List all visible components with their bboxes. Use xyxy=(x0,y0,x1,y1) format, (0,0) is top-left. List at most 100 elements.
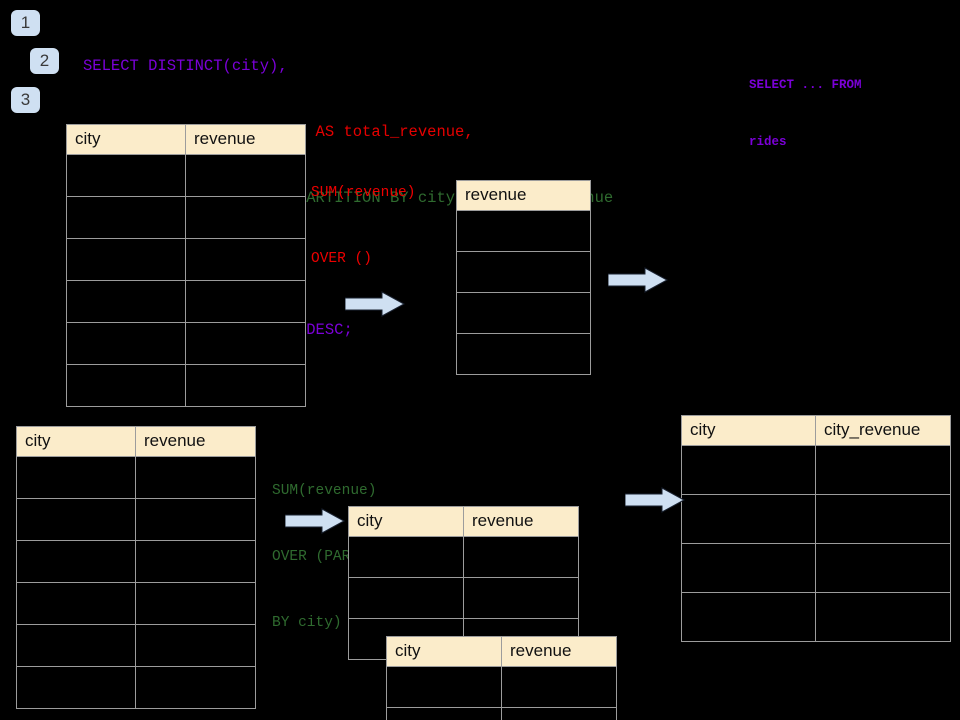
note-select-from-rides-line1: SELECT ... FROM xyxy=(749,78,862,92)
note-select-from-rides: SELECT ... FROM rides xyxy=(749,38,862,190)
table-cell xyxy=(501,666,617,708)
table-cell xyxy=(66,154,186,197)
note-sum-over-empty-line1: SUM(revenue) xyxy=(311,185,416,201)
table-cell xyxy=(135,456,256,499)
table-cell xyxy=(135,582,256,625)
table-row xyxy=(66,196,306,239)
table-cell xyxy=(66,238,186,281)
table-row xyxy=(386,707,617,720)
table-cell xyxy=(456,210,591,252)
table-header-row: city revenue xyxy=(348,506,579,537)
table-row xyxy=(456,210,591,252)
table-cell xyxy=(681,494,816,544)
table-row xyxy=(66,364,306,407)
column-header-city-revenue: city_revenue xyxy=(815,415,951,446)
partition-group-table-front: city revenue xyxy=(386,636,617,720)
table-row xyxy=(456,333,591,375)
table-cell xyxy=(815,543,951,593)
table-row xyxy=(681,445,951,495)
step-badge-1[interactable]: 1 xyxy=(11,10,40,36)
column-header-city: city xyxy=(66,124,186,155)
column-header-city: city xyxy=(386,636,502,667)
note-sum-over-empty: SUM(revenue) OVER () xyxy=(311,138,415,314)
table-cell xyxy=(66,322,186,365)
table-row xyxy=(16,498,256,541)
table-cell xyxy=(456,333,591,375)
table-cell xyxy=(386,666,502,708)
table-cell xyxy=(681,445,816,495)
table-header-row: revenue xyxy=(456,180,591,211)
table-cell xyxy=(66,364,186,407)
table-cell xyxy=(185,238,306,281)
column-header-revenue: revenue xyxy=(185,124,306,155)
table-cell xyxy=(185,154,306,197)
table-cell xyxy=(681,543,816,593)
table-cell xyxy=(815,592,951,642)
table-row xyxy=(16,666,256,709)
column-header-revenue: revenue xyxy=(135,426,256,457)
table-row xyxy=(681,494,951,544)
table-row xyxy=(348,536,579,578)
table-header-row: city revenue xyxy=(386,636,617,667)
arrow-total-to-result xyxy=(608,267,668,293)
table-cell xyxy=(348,577,464,619)
rides-source-table-top: city revenue xyxy=(66,124,306,407)
note-select-from-rides-line2: rides xyxy=(749,135,787,149)
column-header-city: city xyxy=(681,415,816,446)
note-sum-over-empty-line2: OVER () xyxy=(311,251,372,267)
table-cell xyxy=(815,494,951,544)
table-header-row: city revenue xyxy=(66,124,306,155)
table-cell xyxy=(16,666,136,709)
table-row xyxy=(16,624,256,667)
table-row xyxy=(681,592,951,642)
table-row xyxy=(16,582,256,625)
table-row xyxy=(16,456,256,499)
table-header-row: city revenue xyxy=(16,426,256,457)
table-cell xyxy=(135,624,256,667)
table-row xyxy=(386,666,617,708)
table-cell xyxy=(66,280,186,323)
table-row xyxy=(66,322,306,365)
column-header-revenue: revenue xyxy=(501,636,617,667)
arrow-source-to-partition xyxy=(285,508,345,534)
table-cell xyxy=(681,592,816,642)
table-cell xyxy=(16,540,136,583)
column-header-city: city xyxy=(348,506,464,537)
table-cell xyxy=(456,292,591,334)
sql-line-1: SELECT DISTINCT(city), xyxy=(83,57,288,75)
rides-source-table-bottom: city revenue xyxy=(16,426,256,709)
column-header-city: city xyxy=(16,426,136,457)
table-row xyxy=(456,251,591,293)
table-cell xyxy=(135,666,256,709)
table-row xyxy=(66,154,306,197)
table-cell xyxy=(16,582,136,625)
table-row xyxy=(348,577,579,619)
table-cell xyxy=(16,624,136,667)
note-sum-over-partition-line3: BY city) xyxy=(272,615,342,631)
table-cell xyxy=(185,196,306,239)
table-row xyxy=(16,540,256,583)
table-row xyxy=(456,292,591,334)
note-sum-over-partition-line1: SUM(revenue) xyxy=(272,483,377,499)
column-header-revenue: revenue xyxy=(463,506,579,537)
table-row xyxy=(66,280,306,323)
step-badge-3[interactable]: 3 xyxy=(11,87,40,113)
table-cell xyxy=(386,707,502,720)
table-row xyxy=(66,238,306,281)
total-revenue-table: revenue xyxy=(456,180,591,375)
step-badge-2[interactable]: 2 xyxy=(30,48,59,74)
arrow-partition-to-result xyxy=(625,487,685,513)
table-header-row: city city_revenue xyxy=(681,415,951,446)
table-cell xyxy=(135,498,256,541)
table-cell xyxy=(456,251,591,293)
table-cell xyxy=(185,280,306,323)
table-cell xyxy=(16,498,136,541)
column-header-revenue: revenue xyxy=(456,180,591,211)
arrow-source-to-total xyxy=(345,291,405,317)
table-cell xyxy=(463,577,579,619)
table-cell xyxy=(815,445,951,495)
table-cell xyxy=(348,536,464,578)
table-cell xyxy=(66,196,186,239)
table-cell xyxy=(185,364,306,407)
